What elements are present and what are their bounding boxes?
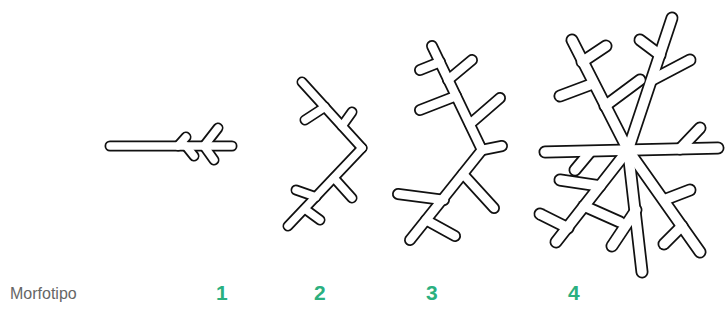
crystal-outline <box>398 46 502 240</box>
crystal-fill <box>288 82 362 226</box>
morphotype-number: 1 <box>216 282 228 303</box>
morphotype-number: 4 <box>568 282 580 303</box>
morphotype-number: 2 <box>314 282 326 303</box>
crystal-outline <box>288 82 362 226</box>
caption-word: Morfotipo <box>10 286 77 302</box>
crystal-outline <box>110 128 232 160</box>
crystal-outlines <box>110 18 718 272</box>
crystal-fill <box>398 46 502 240</box>
crystal-fill <box>110 128 232 160</box>
morphotype-number: 3 <box>426 282 438 303</box>
crystal-fill <box>540 18 718 272</box>
crystal-outline <box>540 18 718 272</box>
